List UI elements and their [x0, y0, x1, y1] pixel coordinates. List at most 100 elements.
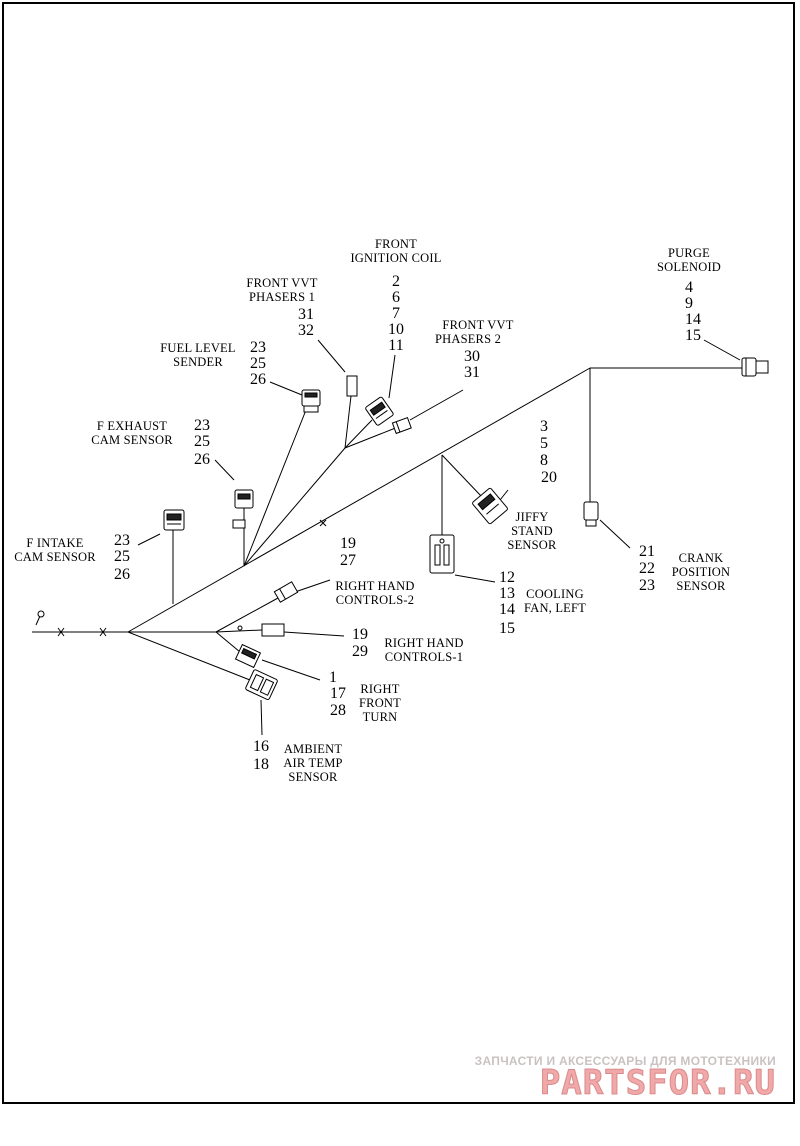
fuel-level-sender-connector [301, 389, 321, 413]
ref-number: 11 [388, 337, 403, 354]
ref-number: 13 [499, 585, 515, 602]
watermark-tagline: ЗАПЧАСТИ И АКСЕССУАРЫ ДЛЯ МОТОТЕХНИКИ [475, 1054, 776, 1068]
ref-number: 23 [250, 339, 266, 356]
title-line: JIFFY [516, 510, 549, 524]
cooling-fan-left-connector [429, 534, 455, 574]
label-fuel-level-sender: FUEL LEVEL SENDER 23 25 26 [160, 339, 266, 388]
title-line: SENSOR [288, 770, 338, 784]
title-line: RIGHT [360, 682, 399, 696]
title-line: CONTROLS-2 [336, 593, 414, 607]
right-hand-controls-1-connector [237, 623, 285, 637]
label-front-ignition-coil: FRONT IGNITION COIL 2 6 7 10 11 [350, 237, 441, 354]
title-line: SENSOR [676, 579, 726, 593]
front-ignition-coil-connector [365, 396, 394, 426]
ambient-air-temp-sensor-connector [245, 669, 278, 700]
front-vvt-phasers-2-connector [391, 416, 412, 435]
ref-number: 25 [194, 433, 210, 450]
ref-number: 7 [392, 305, 400, 322]
crank-position-sensor-connector [583, 501, 599, 527]
front-vvt-phasers-1-connector [346, 375, 358, 397]
label-crank-position-sensor: 21 22 23 CRANK POSITION SENSOR [639, 543, 730, 594]
ref-number: 25 [250, 355, 266, 372]
title-line: F INTAKE [26, 536, 83, 550]
purge-solenoid-connector [741, 357, 769, 377]
ref-number: 15 [685, 327, 701, 344]
ref-number: 19 [352, 626, 368, 643]
title-line: FRONT [375, 237, 417, 251]
label-right-hand-controls-2: 19 27 RIGHT HAND CONTROLS-2 [335, 535, 414, 607]
ref-number: 23 [639, 577, 655, 594]
title-line: CAM SENSOR [14, 550, 96, 564]
ref-number: 2 [392, 273, 400, 290]
ref-number: 5 [540, 435, 548, 452]
ref-number: 1 [329, 669, 337, 686]
ref-number: 26 [194, 451, 210, 468]
ref-number: 23 [114, 532, 130, 549]
ref-number: 31 [298, 306, 314, 323]
ref-number: 14 [499, 601, 515, 618]
title-line: FRONT VVT [246, 276, 317, 290]
ref-number: 27 [340, 552, 356, 569]
f-exhaust-cam-sensor-connector [232, 489, 254, 529]
right-front-turn-connector [234, 643, 262, 669]
title-line: SOLENOID [657, 260, 721, 274]
title-line: CONTROLS-1 [385, 650, 463, 664]
title-line: AIR TEMP [283, 756, 342, 770]
label-front-vvt-phasers-2: FRONT VVT PHASERS 2 30 31 [435, 318, 514, 381]
ref-number: 4 [685, 279, 693, 296]
watermark: ЗАПЧАСТИ И АКСЕССУАРЫ ДЛЯ МОТОТЕХНИКИ PA… [475, 1054, 776, 1104]
ref-number: 26 [250, 371, 266, 388]
title-line: CRANK [679, 551, 724, 565]
title-line: FRONT [359, 696, 401, 710]
ref-number: 22 [639, 560, 655, 577]
title-line: PHASERS 2 [435, 332, 501, 346]
ref-number: 25 [114, 548, 130, 565]
ref-number: 30 [464, 348, 480, 365]
ref-number: 14 [685, 311, 701, 328]
title-line: COOLING [526, 587, 584, 601]
label-front-vvt-phasers-1: FRONT VVT PHASERS 1 31 32 [246, 276, 317, 339]
ref-number: 21 [639, 543, 655, 560]
title-line: FUEL LEVEL [160, 341, 235, 355]
title-line: IGNITION COIL [350, 251, 441, 265]
title-line: FRONT VVT [442, 318, 513, 332]
f-intake-cam-sensor-connector [163, 509, 185, 531]
leader-lines [137, 339, 741, 736]
label-ambient-air-temp-sensor: 16 18 AMBIENT AIR TEMP SENSOR [253, 738, 343, 784]
label-right-front-turn: 1 17 28 RIGHT FRONT TURN [329, 669, 401, 724]
label-cooling-fan-left: 12 13 14 15 COOLING FAN, LEFT [499, 569, 586, 637]
ref-number: 8 [540, 452, 548, 469]
ref-number: 19 [340, 535, 356, 552]
title-line: SENDER [173, 355, 223, 369]
title-line: F EXHAUST [97, 419, 167, 433]
title-line: FAN, LEFT [524, 601, 586, 615]
ref-number: 6 [392, 289, 400, 306]
title-line: PURGE [668, 246, 710, 260]
ref-number: 23 [194, 417, 210, 434]
ref-number: 28 [330, 702, 346, 719]
title-line: POSITION [672, 565, 731, 579]
label-f-intake-cam-sensor: F INTAKE CAM SENSOR 23 25 26 [14, 532, 130, 583]
title-line: CAM SENSOR [91, 433, 173, 447]
title-line: AMBIENT [284, 742, 343, 756]
title-line: STAND [511, 524, 553, 538]
title-line: RIGHT HAND [335, 579, 414, 593]
ref-number: 32 [298, 322, 314, 339]
label-right-hand-controls-1: 19 29 RIGHT HAND CONTROLS-1 [352, 626, 463, 664]
title-line: PHASERS 1 [249, 290, 315, 304]
harness-wires [32, 367, 742, 681]
title-line: RIGHT HAND [384, 636, 463, 650]
ref-number: 20 [541, 469, 557, 486]
ref-number: 12 [499, 569, 515, 586]
label-jiffy-stand-sensor: 3 5 8 20 JIFFY STAND SENSOR [507, 418, 557, 552]
ref-number: 10 [388, 321, 404, 338]
watermark-logo: PARTSFOR.RU [540, 1063, 776, 1103]
ref-number: 18 [253, 756, 269, 773]
title-line: SENSOR [507, 538, 557, 552]
title-line: TURN [363, 710, 398, 724]
ref-number: 16 [253, 738, 269, 755]
ref-number: 26 [114, 566, 130, 583]
right-hand-controls-2-connector [273, 581, 299, 603]
ref-number: 9 [685, 295, 693, 312]
